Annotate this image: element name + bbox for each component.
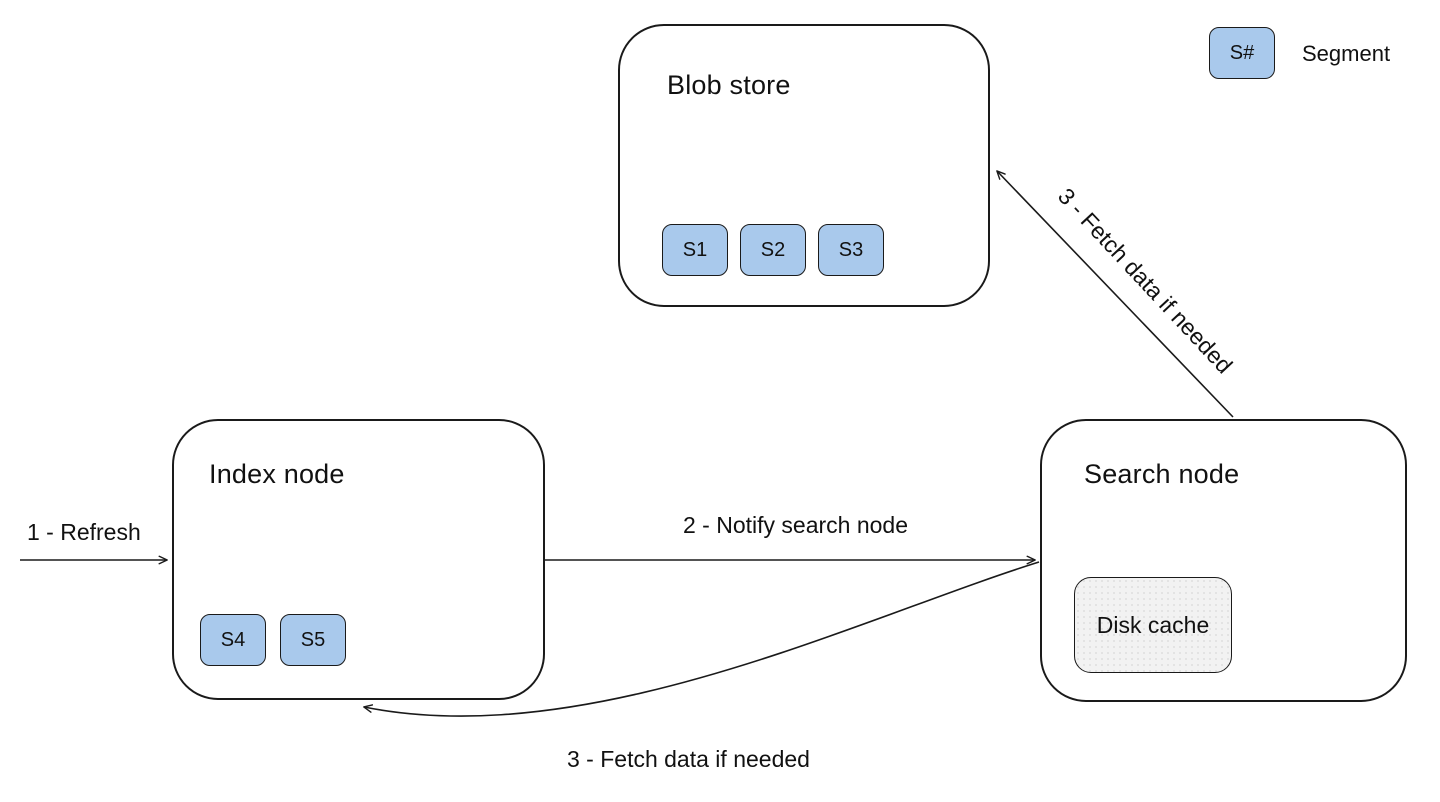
segment-chip-label: S1 [682,238,708,261]
legend-segment-chip: S# [1209,27,1275,79]
segment-chip-label: S3 [838,238,864,261]
disk-cache-label: Disk cache [1096,611,1210,638]
segment-chip-s1: S1 [662,224,728,276]
blob-store-title: Blob store [667,70,791,100]
edge-label-refresh: 1 - Refresh [27,519,141,545]
edge-label-notify: 2 - Notify search node [683,512,909,538]
edge-fetch-blob-arrow [996,170,1234,418]
search-node: Search node Disk cache [1040,419,1407,702]
edge-label-fetch-index: 3 - Fetch data if needed [567,746,810,772]
index-node: Index node S4 S5 [172,419,545,700]
search-node-title: Search node [1084,459,1240,489]
blob-store-node: Blob store S1 S2 S3 [618,24,990,307]
disk-cache-box: Disk cache [1074,577,1232,673]
segment-chip-label: S4 [220,628,246,651]
segment-chip-label: S5 [300,628,326,651]
segment-chip-s5: S5 [280,614,346,666]
legend-text: Segment [1302,41,1391,66]
segment-chip-s4: S4 [200,614,266,666]
index-node-title: Index node [209,459,345,489]
edge-label-fetch-blob: 3 - Fetch data if needed [1053,182,1238,379]
segment-chip-s2: S2 [740,224,806,276]
legend-chip-label: S# [1229,41,1255,64]
segment-chip-s3: S3 [818,224,884,276]
segment-chip-label: S2 [760,238,786,261]
